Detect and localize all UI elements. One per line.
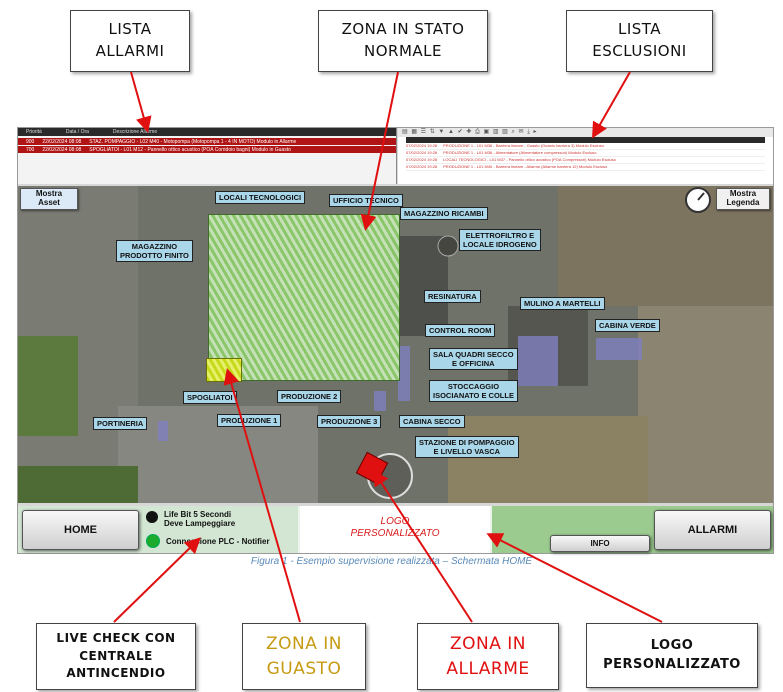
alarm-datetime: 22/02/2024 08:08 [42,146,82,153]
alarm-desc: SPOGLIATOI - L01 M12 - Pannello ottico a… [89,146,291,153]
info-button[interactable]: INFO [550,535,650,552]
aerial-map-background [18,186,773,503]
life-bit-indicator [146,511,158,523]
zone-label-portineria[interactable]: PORTINERIA [93,417,148,430]
zone-label-spogliatoi[interactable]: SPOGLIATOI [183,391,237,404]
alarm-desc: STAZ. POMPAGGIO - L02 M40 - Motopompa (M… [89,138,297,145]
alarm-row[interactable]: 700 22/02/2024 08:08 SPOGLIATOI - L01 M1… [18,146,396,153]
alarm-list[interactable]: Priorità Data / Ora Descrizione Allarme … [18,128,397,184]
exclusion-toolbar[interactable]: ▤ ▦ ☰ ⇅ ▼ ▲ ✔ ✚ ⎙ ▣ ▥ ▧ ⌕ ✉ ⤓ ▸ [398,128,773,137]
mostra-legenda-button[interactable]: Mostra Legenda [716,188,770,210]
alarm-row[interactable]: 900 22/02/2024 08:08 STAZ. POMPAGGIO - L… [18,138,396,145]
compass-icon[interactable] [684,186,712,214]
zone-label-elettrofiltro[interactable]: ELETTROFILTRO E LOCALE IDROGENO [459,229,541,251]
callout-live-check: LIVE CHECK CON CENTRALE ANTINCENDIO [36,623,196,690]
alarm-priority: 900 [26,138,35,145]
exclusion-desc: PRODUZIONE 1 - L01 M36 - Barriera linear… [443,143,604,148]
exclusion-row[interactable]: 07/02/2024 19:28 PRODUZIONE 1 - L01 M40 -… [406,164,765,171]
callout-zona-guasto: ZONA IN GUASTO [242,623,366,690]
home-button[interactable]: HOME [22,510,139,550]
zone-label-magazzino-prodotto[interactable]: MAGAZZINO PRODOTTO FINITO [116,240,193,262]
supervision-screen: Priorità Data / Ora Descrizione Allarme … [17,127,774,554]
exclusion-datetime: 07/02/2024 19:28 [406,143,438,148]
zone-label-produzione3[interactable]: PRODUZIONE 3 [317,415,382,428]
zone-label-resinatura[interactable]: RESINATURA [424,290,481,303]
custom-logo: LOGO PERSONALIZZATO [300,506,490,553]
exclusion-desc: PRODUZIONE 1 - L01 M36 - Alimentatore (A… [443,150,597,155]
allarmi-button[interactable]: ALLARMI [654,510,771,550]
plc-connection-indicator [146,534,160,548]
exclusion-datetime: 07/02/2024 19:28 [406,164,438,169]
bottom-bar: HOME Life Bit 5 Secondi Deve Lampeggiare… [18,506,773,553]
col-datetime: Data / Ora [65,129,89,135]
zone-label-magazzino-ricambi[interactable]: MAGAZZINO RICAMBI [400,207,488,220]
callout-logo-personalizzato: LOGO PERSONALIZZATO [586,623,758,688]
exclusion-datetime: 07/02/2024 19:28 [406,150,438,155]
zone-label-sala-quadri[interactable]: SALA QUADRI SECCO E OFFICINA [429,348,518,370]
exclusion-list[interactable]: ▤ ▦ ☰ ⇅ ▼ ▲ ✔ ✚ ⎙ ▣ ▥ ▧ ⌕ ✉ ⤓ ▸ 07/02/20… [398,128,773,184]
callout-zona-normale: ZONA IN STATO NORMALE [318,10,488,72]
mostra-asset-button[interactable]: Mostra Asset [20,188,78,210]
exclusion-list-header [406,137,765,143]
alarm-datetime: 22/02/2024 08:08 [42,138,82,145]
alarm-priority: 700 [26,146,35,153]
figure-caption: Figura 1 - Esempio supervisione realizza… [250,556,533,567]
exclusion-row[interactable]: 07/02/2024 19:28 PRODUZIONE 1 - L01 M36 -… [406,150,765,157]
zone-label-stazione-pompaggio[interactable]: STAZIONE DI POMPAGGIO E LIVELLO VASCA [415,436,519,458]
exclusion-desc: LOCALI TECNOLOGICI - L01 M37 - Pannello … [443,157,616,162]
exclusion-desc: PRODUZIONE 1 - L01 M40 - Barriera linear… [443,164,608,169]
plant-map[interactable]: Mostra Asset Mostra Legenda LOCALI TECNO… [18,186,773,503]
zone-label-produzione2[interactable]: PRODUZIONE 2 [277,390,342,403]
arrow-lista-allarmi [130,71,152,133]
life-bit-label: Life Bit 5 Secondi Deve Lampeggiare [164,510,236,528]
callout-zona-allarme: ZONA IN ALLARME [417,623,559,690]
zone-label-mulino[interactable]: MULINO A MARTELLI [520,297,605,310]
zone-label-control-room[interactable]: CONTROL ROOM [425,324,496,337]
alarm-list-header: Priorità Data / Ora Descrizione Allarme [18,128,396,136]
zone-label-cabina-secco[interactable]: CABINA SECCO [399,415,465,428]
zone-fault-spogliatoi[interactable] [206,358,242,382]
zone-label-cabina-verde[interactable]: CABINA VERDE [595,319,660,332]
exclusion-row[interactable]: 07/02/2024 19:28 LOCALI TECNOLOGICI - L01… [406,157,765,164]
zone-normal-area[interactable] [208,214,400,381]
zone-label-stoccaggio[interactable]: STOCCAGGIO ISOCIANATO E COLLE [429,380,518,402]
col-description: Descrizione Allarme [112,129,158,135]
callout-lista-allarmi: LISTA ALLARMI [70,10,190,72]
callout-lista-esclusioni: LISTA ESCLUSIONI [566,10,713,72]
col-priority: Priorità [26,129,42,135]
exclusion-row[interactable]: 07/02/2024 19:28 PRODUZIONE 1 - L01 M36 -… [406,143,765,150]
arrow-lista-esclusioni [592,71,631,139]
zone-label-ufficio-tecnico[interactable]: UFFICIO TECNICO [329,194,403,207]
zone-label-produzione1[interactable]: PRODUZIONE 1 [217,414,282,427]
zone-label-locali-tecnologici[interactable]: LOCALI TECNOLOGICI [215,191,306,204]
plc-connection-label: Connessione PLC - Notifier [166,537,270,546]
exclusion-datetime: 07/02/2024 19:28 [406,157,438,162]
